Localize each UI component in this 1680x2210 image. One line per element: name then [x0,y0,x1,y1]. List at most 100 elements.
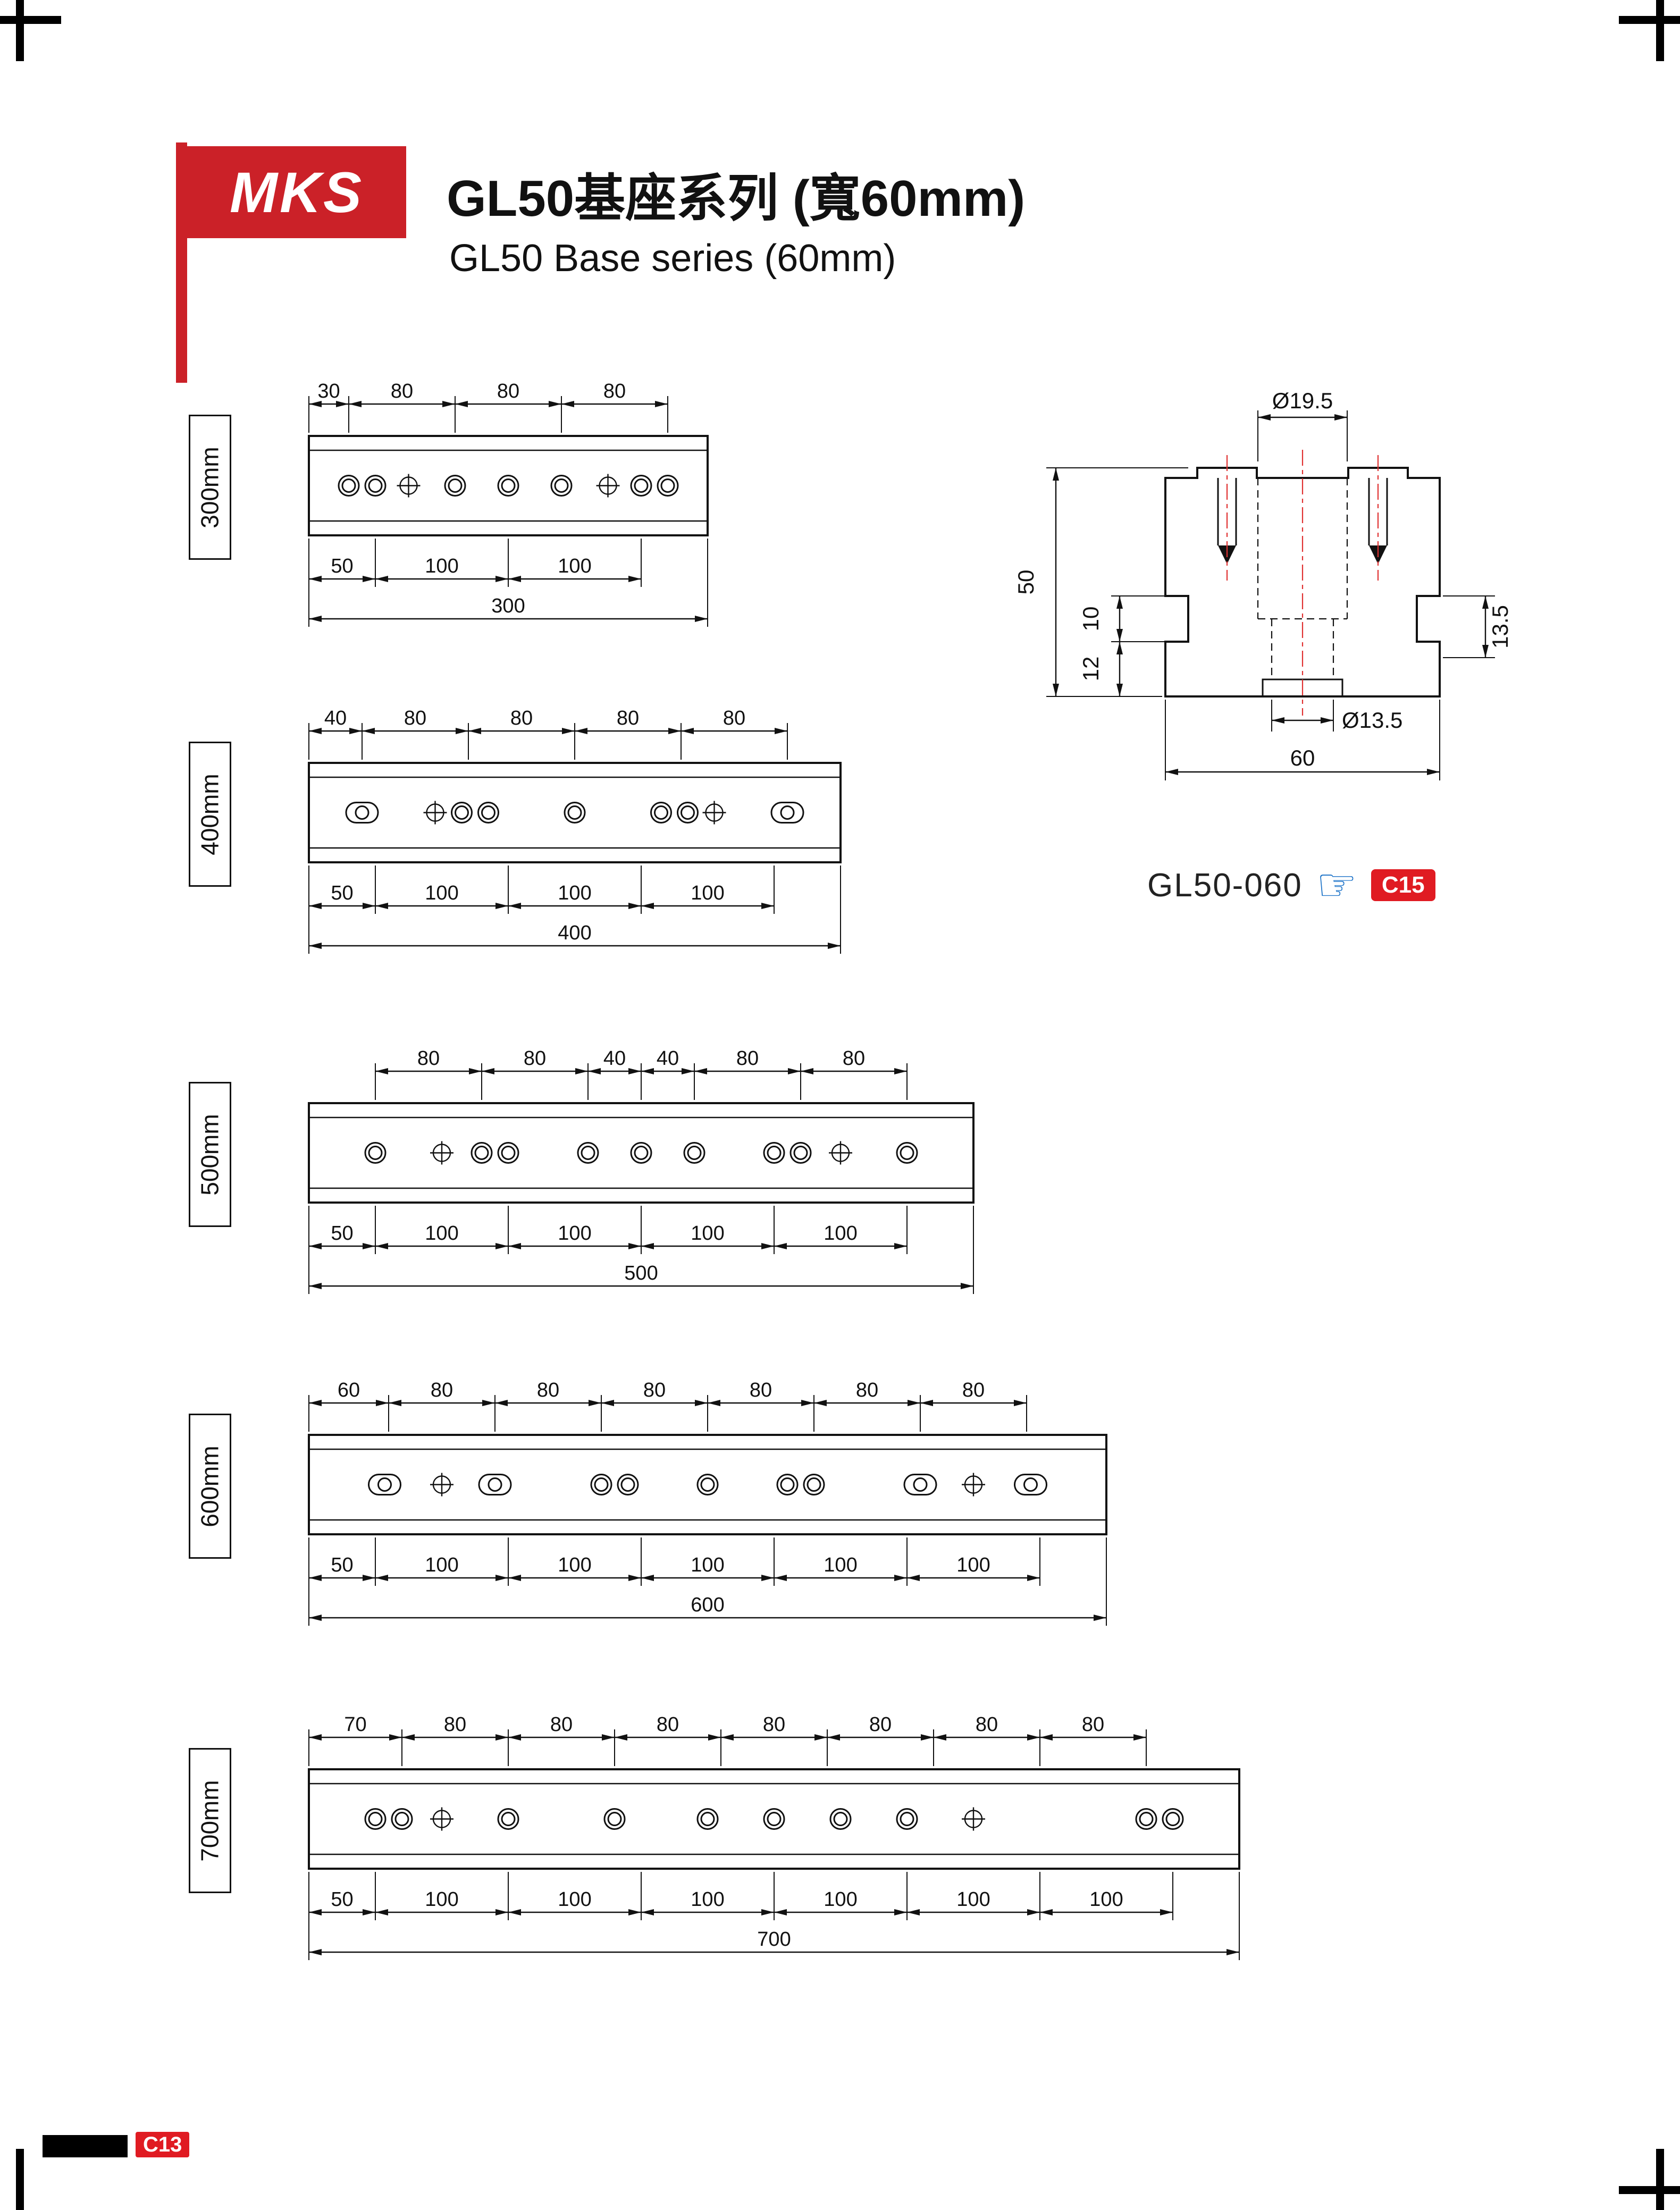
dim-arrow [495,1400,508,1406]
dim-value: 100 [558,1222,591,1245]
dim-arrow [641,1575,654,1581]
dim-value: 80 [550,1713,573,1736]
dim-arrow [376,1400,389,1406]
dim-arrow [389,1734,402,1741]
counterbore-hole [1135,1808,1157,1830]
locating-hole [962,1807,985,1831]
counterbore-hole [477,802,499,824]
slot-hole [478,1474,512,1495]
dim-value: 100 [558,1888,591,1911]
dim-arrow [894,1575,907,1581]
dim-arrow [363,903,375,909]
dim-value: 80 [617,707,639,729]
counterbore-hole [364,475,387,497]
dim-value: 100 [558,555,591,577]
dim-value: 80 [497,380,519,402]
dim-arrow [336,401,349,407]
dim-arrow [309,1400,322,1406]
dim-arrow [1014,1400,1027,1406]
counterbore-hole [683,1142,705,1164]
slot-hole [770,802,804,824]
dim-arrow [508,1909,521,1915]
dim-arrow [309,576,322,582]
dim-arrow [695,616,708,622]
cross-section-drawing: Ø19.5 50 10 12 13.5 Ø13.5 60 [1013,388,1513,780]
dim-arrow [934,1734,946,1741]
dim-arrow [695,1400,708,1406]
dim-arrow [549,401,561,407]
dim-arrow [628,1243,641,1249]
counterbore-hole [617,1474,639,1495]
locating-hole [962,1473,985,1497]
dim-arrow [921,1734,934,1741]
dim-arrow [309,1615,322,1621]
counterbore-hole [497,1808,519,1830]
reference-page-badge: C15 [1371,869,1435,901]
dim-value: 80 [1082,1713,1104,1736]
dim-value: 50 [331,1888,353,1911]
dim-value: 80 [763,1713,785,1736]
locating-hole [397,474,421,498]
dim-arrow [456,728,468,734]
locating-hole [430,1141,453,1165]
dim-value: 30 [317,380,340,402]
dim-value: 70 [344,1713,366,1736]
dim-arrow [309,1734,322,1741]
dim-value: 100 [691,1222,724,1245]
dim-value: 100 [425,555,458,577]
dim-arrow [788,1068,801,1074]
counterbore-hole [696,1808,719,1830]
dim-arrow [907,1909,920,1915]
dim-value: 80 [431,1379,453,1401]
locating-hole [430,1473,453,1497]
crop-mark [16,0,24,61]
slot-hole [1014,1474,1047,1495]
rail-body [308,762,842,863]
dim-arrow [668,728,681,734]
dim-value: 80 [510,707,533,729]
dim-arrow [363,1575,375,1581]
dim-arrow [814,1734,827,1741]
dim-value: 100 [956,1888,990,1911]
locating-hole [596,474,620,498]
counterbore-hole [803,1474,825,1495]
dim-height: 50 [1013,570,1038,595]
dim-arrow [601,1400,614,1406]
counterbore-hole [763,1808,785,1830]
dim-value: 100 [956,1554,990,1576]
dim-arrow [309,728,322,734]
dim-arrow [628,1909,641,1915]
dim-value: 60 [338,1379,360,1401]
dim-value: 100 [691,1554,724,1576]
dim-arrow [309,401,322,407]
dim-arrow [1227,1949,1239,1955]
dim-width: 60 [1290,745,1315,770]
dim-value: 80 [736,1047,759,1070]
locating-hole [702,801,726,825]
locating-hole [829,1141,852,1165]
dim-arrow [309,903,322,909]
dim-arrow [589,1400,601,1406]
dim-arrow [508,903,521,909]
dim-arrow [455,401,468,407]
dim-arrow [827,1734,840,1741]
dim-value: 300 [491,595,525,617]
dim-value: 80 [750,1379,772,1401]
dim-bore-bottom: Ø13.5 [1342,708,1402,733]
dim-arrow [641,1909,654,1915]
dim-arrow [402,1734,415,1741]
dim-arrow [775,728,787,734]
rail-length-label: 500mm [189,1082,231,1227]
counterbore-hole [1162,1808,1184,1830]
dim-arrow [1027,1909,1040,1915]
locating-hole [430,1807,453,1831]
dim-arrow [694,1068,707,1074]
dim-arrow [774,1909,787,1915]
dim-value: 100 [691,1888,724,1911]
